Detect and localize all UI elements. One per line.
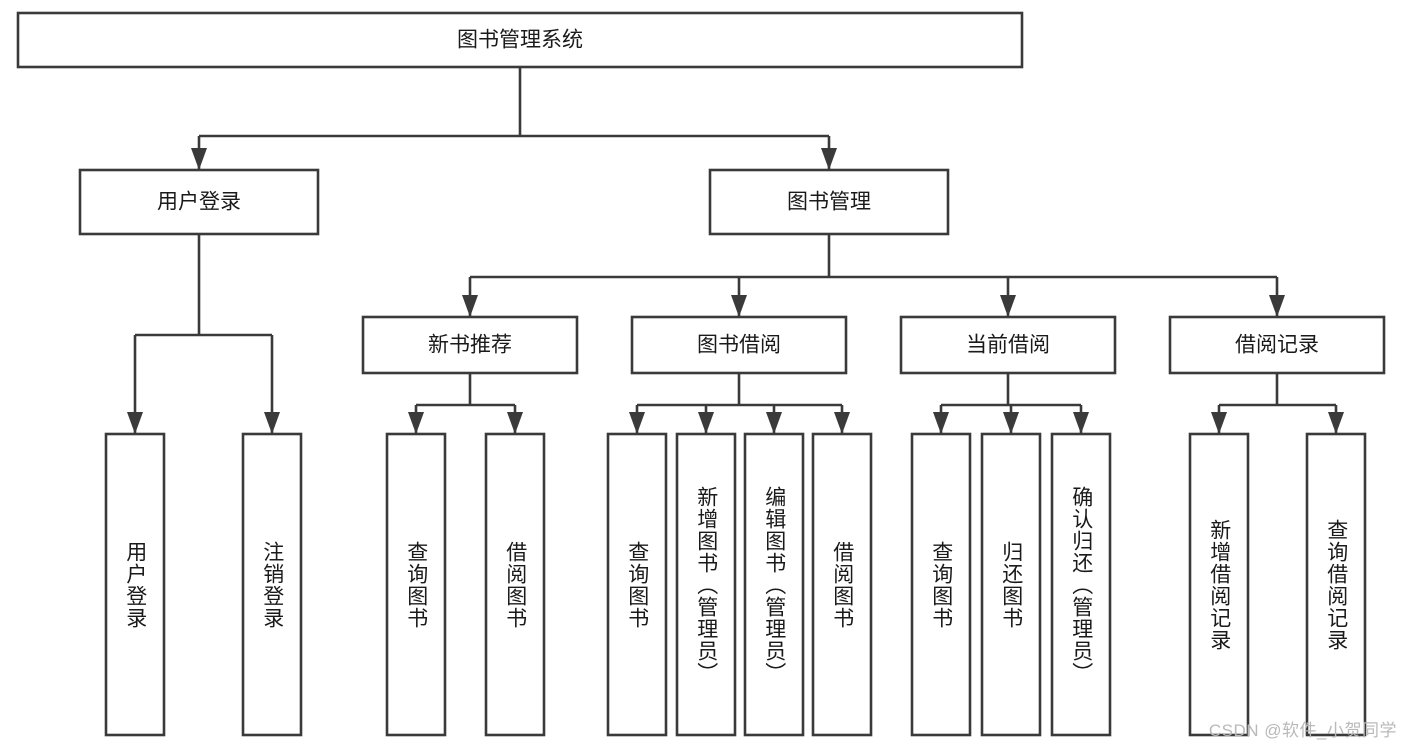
current-arrow-1 <box>1003 412 1019 434</box>
arrow-to-level3-3 <box>1269 295 1285 317</box>
leaf-box-8[interactable] <box>910 432 972 737</box>
leaf-box-10[interactable] <box>1050 432 1112 737</box>
userlogin-arrow-0 <box>127 412 143 434</box>
node-level3-label-3: 借阅记录 <box>1235 334 1319 357</box>
node-root-box[interactable] <box>16 11 1024 69</box>
record-arrow-0 <box>1211 412 1227 434</box>
box-layer <box>16 11 1386 737</box>
leaf-box-7[interactable] <box>811 432 873 737</box>
leaf-box-11[interactable] <box>1188 432 1250 737</box>
arrow-to-level3-2 <box>1000 295 1016 317</box>
borrow-arrow-3 <box>834 412 850 434</box>
node-level3-label-2: 当前借阅 <box>966 334 1050 357</box>
node-level2-label-1: 图书管理 <box>787 191 871 214</box>
arrow-to-level2-0 <box>191 148 207 170</box>
node-level2-box-1[interactable] <box>708 168 950 236</box>
node-level2-label-0: 用户登录 <box>157 191 241 214</box>
arrow-to-level3-0 <box>462 295 478 317</box>
newbook-arrow-0 <box>408 412 424 434</box>
leaf-box-12[interactable] <box>1305 432 1367 737</box>
newbook-arrow-1 <box>507 412 523 434</box>
connector-layer <box>127 67 1344 434</box>
current-arrow-0 <box>933 412 949 434</box>
record-arrow-1 <box>1328 412 1344 434</box>
borrow-arrow-0 <box>629 412 645 434</box>
leaf-box-1[interactable] <box>241 432 303 737</box>
node-level3-box-3[interactable] <box>1168 315 1386 375</box>
leaf-box-2[interactable] <box>385 432 447 737</box>
userlogin-arrow-1 <box>264 412 280 434</box>
leaf-box-0[interactable] <box>104 432 166 737</box>
node-level3-box-1[interactable] <box>630 315 848 375</box>
node-level3-box-0[interactable] <box>361 315 579 375</box>
node-level2-box-0[interactable] <box>78 168 320 236</box>
node-level3-label-1: 图书借阅 <box>697 334 781 357</box>
leaf-box-3[interactable] <box>484 432 546 737</box>
arrow-to-level3-1 <box>731 295 747 317</box>
leaf-box-4[interactable] <box>606 432 668 737</box>
node-root-label: 图书管理系统 <box>457 29 583 52</box>
node-level3-label-0: 新书推荐 <box>428 334 512 357</box>
borrow-arrow-1 <box>698 412 714 434</box>
borrow-arrow-2 <box>766 412 782 434</box>
arrow-to-level2-1 <box>821 148 837 170</box>
csdn-watermark: CSDN @软件_小贺同学 <box>1208 721 1397 740</box>
node-level3-box-2[interactable] <box>899 315 1117 375</box>
leaf-box-5[interactable] <box>675 432 737 737</box>
current-arrow-2 <box>1073 412 1089 434</box>
leaf-box-9[interactable] <box>980 432 1042 737</box>
leaf-box-6[interactable] <box>743 432 805 737</box>
